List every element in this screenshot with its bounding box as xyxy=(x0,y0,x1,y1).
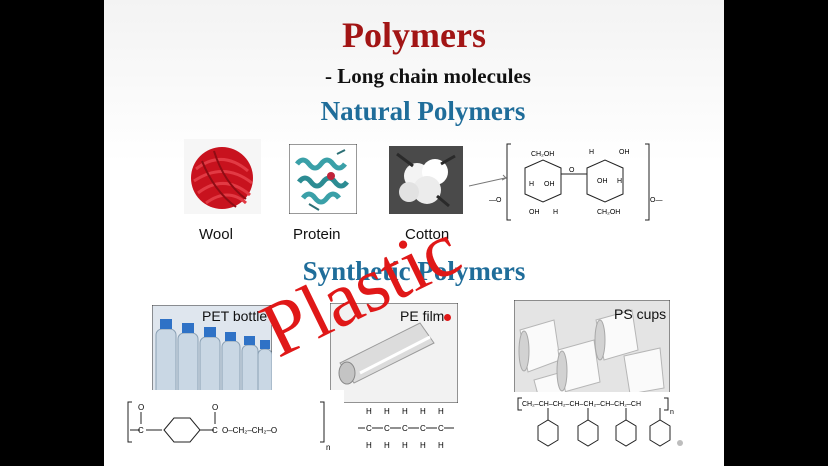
svg-text:H: H xyxy=(366,407,372,416)
svg-text:n: n xyxy=(670,409,674,416)
svg-text:C: C xyxy=(212,426,218,435)
slide-title: Polymers xyxy=(342,15,486,55)
synthetic-polymers-heading: Synthetic Polymers xyxy=(302,256,526,286)
svg-text:C: C xyxy=(402,424,408,433)
cotton-image xyxy=(389,146,463,214)
wool-caption: Wool xyxy=(199,226,233,243)
svg-text:OH: OH xyxy=(544,181,555,188)
svg-text:H: H xyxy=(438,441,444,450)
svg-text:C: C xyxy=(420,424,426,433)
svg-text:H: H xyxy=(384,441,390,450)
svg-text:OH: OH xyxy=(529,209,540,216)
protein-caption: Protein xyxy=(293,226,341,243)
cellulose-structure: —O O— O CH₂OH CH₂OH H OH OH H OH OH H H xyxy=(469,143,662,221)
svg-text:CH₂–CH–CH₂–CH–CH₂–CH–CH₂–CH: CH₂–CH–CH₂–CH–CH₂–CH–CH₂–CH xyxy=(522,401,641,408)
svg-text:O: O xyxy=(138,403,144,412)
cotton-caption: Cotton xyxy=(405,226,450,243)
svg-text:C: C xyxy=(384,424,390,433)
slide-subtitle: - Long chain molecules xyxy=(325,64,531,88)
svg-text:OH: OH xyxy=(597,178,608,185)
protein-image xyxy=(289,144,357,214)
pet-structure: n C O C O O–CH₂–CH₂–O xyxy=(124,390,344,454)
svg-text:H: H xyxy=(420,441,426,450)
ps-cups-image xyxy=(514,300,670,395)
svg-text:n: n xyxy=(326,443,330,452)
svg-text:O: O xyxy=(212,403,218,412)
svg-text:O: O xyxy=(569,167,575,174)
svg-text:C: C xyxy=(438,424,444,433)
natural-polymers-heading: Natural Polymers xyxy=(320,96,526,126)
wool-image xyxy=(184,139,261,214)
svg-text:CH₂OH: CH₂OH xyxy=(531,151,554,158)
svg-text:H: H xyxy=(553,209,558,216)
svg-text:—O: —O xyxy=(489,197,502,204)
svg-text:H: H xyxy=(402,441,408,450)
svg-text:C: C xyxy=(138,426,144,435)
ps-cups-label: PS cups xyxy=(614,306,667,322)
svg-text:H: H xyxy=(617,178,622,185)
slide-indicator-dot xyxy=(677,440,683,446)
svg-text:H: H xyxy=(589,149,594,156)
svg-text:H: H xyxy=(384,407,390,416)
svg-text:C: C xyxy=(366,424,372,433)
svg-text:H: H xyxy=(529,181,534,188)
svg-text:CH₂OH: CH₂OH xyxy=(597,209,620,216)
laser-pointer-dot xyxy=(444,314,451,321)
pe-film-image xyxy=(330,303,458,403)
svg-text:H: H xyxy=(438,407,444,416)
svg-text:H: H xyxy=(420,407,426,416)
slide: Polymers - Long chain molecules Natural … xyxy=(104,0,724,466)
pe-structure: H H H H H C C C C C H H H H H xyxy=(358,407,454,450)
pe-film-label: PE film xyxy=(400,308,445,324)
svg-text:O–CH₂–CH₂–O: O–CH₂–CH₂–O xyxy=(222,426,277,435)
ps-structure: n CH₂–CH–CH₂–CH–CH₂–CH–CH₂–CH xyxy=(514,392,680,454)
svg-text:H: H xyxy=(402,407,408,416)
svg-text:H: H xyxy=(366,441,372,450)
svg-text:O—: O— xyxy=(650,197,662,204)
svg-text:OH: OH xyxy=(619,149,630,156)
pet-bottle-label: PET bottle xyxy=(202,308,268,324)
